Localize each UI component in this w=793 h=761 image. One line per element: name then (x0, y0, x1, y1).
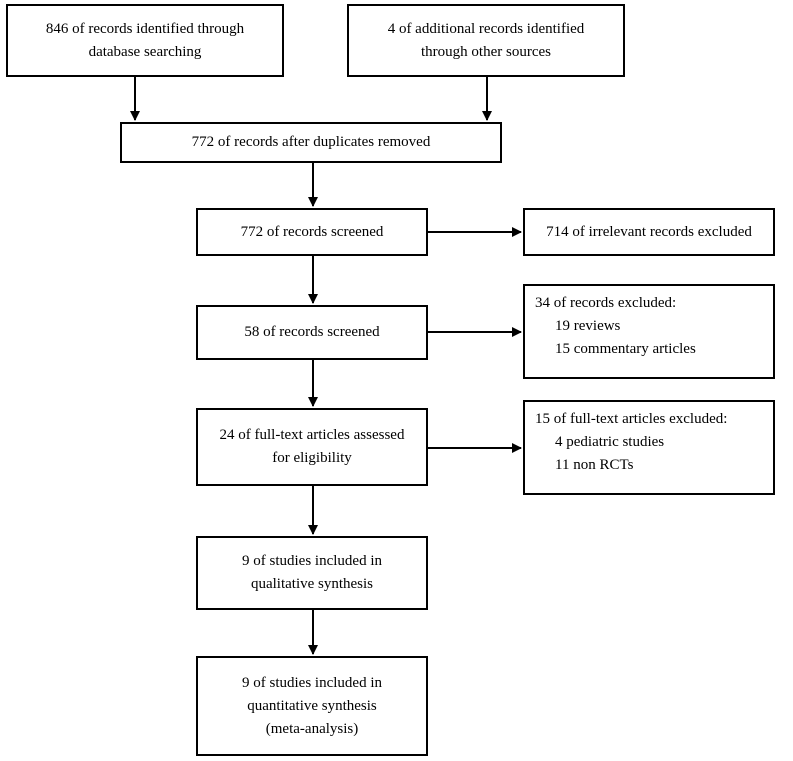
box-text-line: 772 of records after duplicates removed (191, 134, 431, 150)
box-text-line: through other sources (421, 43, 551, 60)
box-text-line: 4 of additional records identified (387, 20, 585, 37)
records-excluded-box: 34 of records excluded: 19 reviews 15 co… (523, 284, 775, 379)
box-text-line: 846 of records identified through (45, 20, 245, 37)
exclusion-reason: 15 commentary articles (555, 341, 696, 357)
box-text-line: 714 of irrelevant records excluded (546, 223, 752, 240)
records-screened-2-box: 58 of records screened (196, 305, 428, 360)
box-text-line: qualitative synthesis (250, 576, 374, 592)
exclusion-reason: 4 pediatric studies (555, 434, 665, 450)
fulltext-eligibility-box: 24 of full-text articles assessed for el… (196, 408, 428, 486)
quantitative-synthesis-box: 9 of studies included in quantitative sy… (196, 656, 428, 756)
exclusion-reason: 19 reviews (555, 318, 621, 334)
box-text-line: quantitative synthesis (247, 697, 377, 714)
qualitative-synthesis-box: 9 of studies included in qualitative syn… (196, 536, 428, 610)
box-text-line: 24 of full-text articles assessed (219, 427, 405, 443)
box-text-line: 9 of studies included in (242, 553, 382, 569)
identification-other-sources-box: 4 of additional records identified throu… (347, 4, 625, 77)
box-text-line: 58 of records screened (244, 324, 380, 340)
box-text-line: 772 of records screened (240, 223, 384, 240)
box-text-line: 34 of records excluded: (535, 295, 677, 311)
box-text-line: (meta-analysis) (265, 720, 359, 737)
identification-database-box: 846 of records identified through databa… (6, 4, 284, 77)
box-text-line: 15 of full-text articles excluded: (535, 411, 728, 427)
duplicates-removed-box: 772 of records after duplicates removed (120, 122, 502, 163)
exclusion-reason: 11 non RCTs (555, 457, 634, 473)
records-screened-box: 772 of records screened (196, 208, 428, 256)
fulltext-excluded-box: 15 of full-text articles excluded: 4 ped… (523, 400, 775, 495)
irrelevant-excluded-box: 714 of irrelevant records excluded (523, 208, 775, 256)
box-text-line: for eligibility (272, 450, 352, 466)
box-text-line: database searching (88, 43, 202, 60)
box-text-line: 9 of studies included in (242, 674, 382, 691)
